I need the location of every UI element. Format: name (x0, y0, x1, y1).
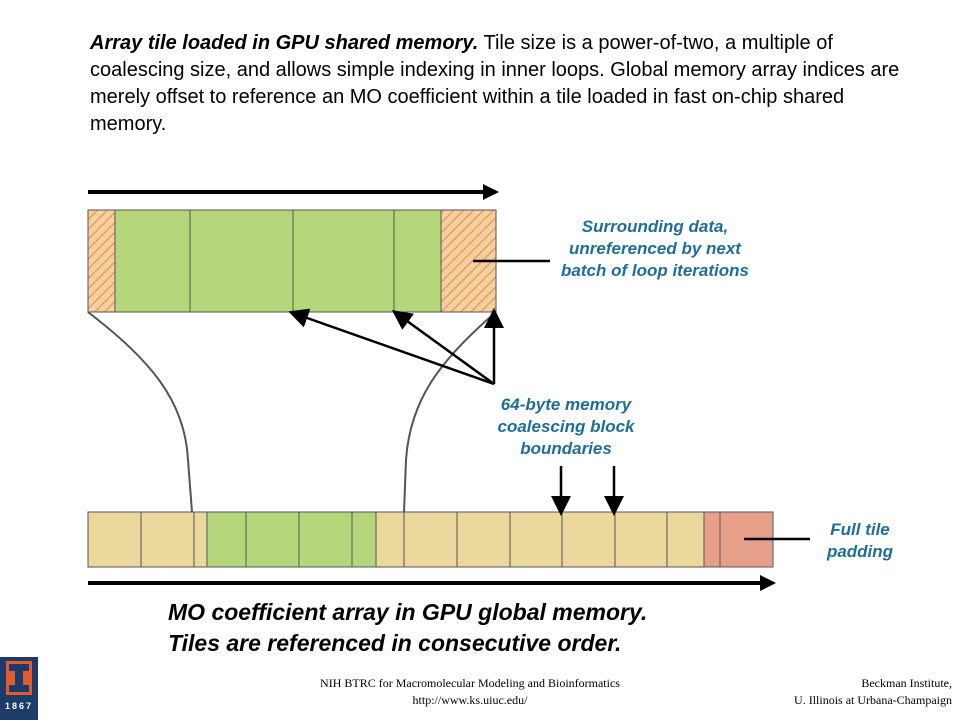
footer-left: NIH BTRC for Macromolecular Modeling and… (300, 675, 640, 709)
hatched-left-padding (87, 209, 116, 313)
tile-block (114, 209, 191, 313)
intro-heading: Array tile loaded in GPU shared memory. (90, 32, 479, 54)
padding-block-small (703, 511, 721, 568)
array-block (193, 511, 208, 568)
surrounding-data-label: Surrounding data, unreferenced by next b… (561, 217, 749, 280)
array-block-green (206, 511, 247, 568)
footer-institute: Beckman Institute, (861, 676, 952, 690)
array-block-green (298, 511, 353, 568)
padding-label: Full tile padding (826, 520, 894, 561)
array-block-green (245, 511, 300, 568)
array-caption: MO coefficient array in GPU global memor… (168, 597, 647, 659)
global-memory-array (87, 511, 774, 568)
array-block (375, 511, 405, 568)
caption-line-2: Tiles are referenced in consecutive orde… (168, 630, 622, 656)
array-block (456, 511, 511, 568)
boundary-arrow (288, 308, 495, 386)
mapping-curve-left (87, 311, 193, 513)
university-logo: 1867 (0, 657, 38, 720)
array-block (509, 511, 563, 568)
tile-block (292, 209, 395, 313)
footer-right: Beckman Institute, U. Illinois at Urbana… (794, 675, 952, 709)
tile-block (393, 209, 442, 313)
tile-block (189, 209, 294, 313)
footer-org: NIH BTRC for Macromolecular Modeling and… (320, 676, 620, 690)
array-block (87, 511, 142, 568)
footer-university: U. Illinois at Urbana-Champaign (794, 693, 952, 707)
array-block (403, 511, 458, 568)
array-block (614, 511, 668, 568)
array-block (666, 511, 705, 568)
coalescing-boundary-label: 64-byte memory coalescing block boundari… (497, 395, 635, 458)
intro-paragraph: Array tile loaded in GPU shared memory. … (90, 30, 920, 138)
array-block-green (351, 511, 377, 568)
array-block (561, 511, 616, 568)
intro-body: Tile size is a power-of-two, a multiple … (90, 32, 900, 135)
footer-url[interactable]: http://www.ks.uiuc.edu/ (412, 693, 528, 707)
caption-line-1: MO coefficient array in GPU global memor… (168, 599, 648, 625)
boundary-arrow (391, 310, 495, 386)
logo-year: 1867 (4, 701, 34, 711)
array-block (140, 511, 195, 568)
mapping-curve-right (403, 311, 497, 513)
block-i-icon (6, 661, 32, 695)
shared-memory-tile (87, 209, 497, 313)
